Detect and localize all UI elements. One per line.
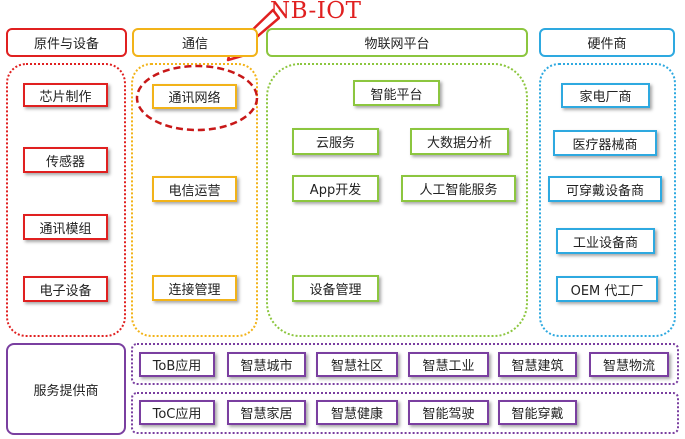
header-hardware: 硬件商 (539, 28, 675, 57)
nb-iot-label: NB-IOT (270, 0, 362, 24)
highlight-ellipse (135, 64, 259, 132)
item-device-mgmt: 设备管理 (292, 275, 379, 302)
item-telecom-operation: 电信运营 (152, 176, 237, 202)
item-appliance-maker: 家电厂商 (561, 83, 650, 108)
hardware-group (539, 63, 676, 337)
header-communication: 通信 (132, 28, 258, 57)
item-medical-device-maker: 医疗器械商 (553, 130, 657, 156)
header-iot-platform: 物联网平台 (266, 28, 528, 57)
item-smart-driving: 智能驾驶 (408, 400, 489, 425)
item-connection-mgmt: 连接管理 (152, 275, 237, 301)
item-smart-city: 智慧城市 (227, 352, 306, 377)
item-comm-module: 通讯模组 (23, 214, 108, 240)
item-comm-network: 通讯网络 (152, 84, 237, 109)
item-toc-app: ToC应用 (139, 400, 215, 425)
item-big-data-analysis: 大数据分析 (410, 128, 509, 155)
item-electronic-device: 电子设备 (23, 276, 108, 302)
item-cloud-service: 云服务 (292, 128, 379, 155)
item-smart-industry: 智慧工业 (408, 352, 489, 377)
item-wearable-maker: 可穿戴设备商 (548, 176, 662, 202)
item-smart-logistics: 智慧物流 (589, 352, 669, 377)
iot-platform-group (266, 63, 528, 337)
item-smart-wearable: 智能穿戴 (498, 400, 577, 425)
header-raw-materials: 原件与设备 (6, 28, 127, 57)
item-oem: OEM 代工厂 (556, 276, 658, 302)
item-smart-building: 智慧建筑 (498, 352, 577, 377)
item-sensor: 传感器 (23, 147, 108, 173)
item-smart-platform: 智能平台 (353, 80, 440, 106)
tob-group (131, 343, 679, 385)
item-tob-app: ToB应用 (139, 352, 215, 377)
item-smart-community: 智慧社区 (316, 352, 398, 377)
item-smart-health: 智慧健康 (316, 400, 398, 425)
item-industrial-equipment: 工业设备商 (556, 228, 655, 254)
item-smart-home: 智慧家居 (227, 400, 306, 425)
item-chip-making: 芯片制作 (23, 83, 108, 107)
toc-group (131, 392, 679, 434)
item-ai-service: 人工智能服务 (401, 175, 516, 202)
service-provider-label: 服务提供商 (6, 343, 126, 435)
item-app-development: App开发 (292, 175, 379, 202)
communication-group (131, 63, 258, 337)
raw-materials-group (6, 63, 126, 337)
